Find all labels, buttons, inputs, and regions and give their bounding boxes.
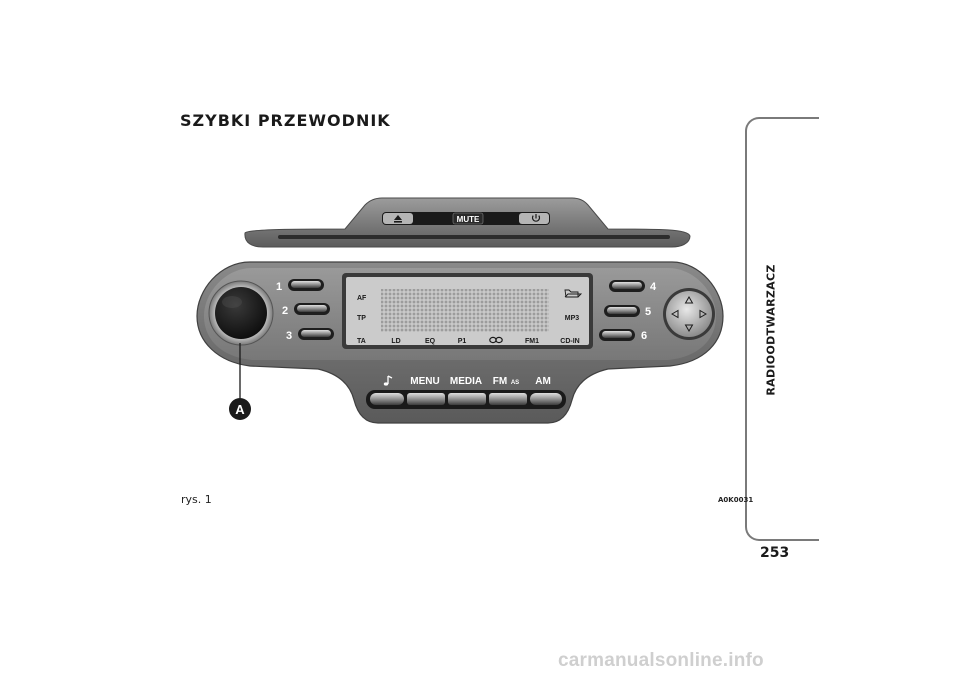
preset-button-2[interactable] (294, 303, 330, 315)
figure-label: rys. 1 (181, 493, 212, 506)
arrow-right-icon[interactable] (699, 309, 707, 319)
callout-a (229, 343, 251, 420)
fm-button[interactable] (489, 393, 527, 405)
am-label: AM (535, 376, 551, 387)
callout-a-label: A (235, 402, 245, 417)
display-label-af: AF (357, 295, 367, 302)
folder-icon (564, 289, 583, 298)
preset-button-1[interactable] (288, 279, 324, 291)
am-button[interactable] (530, 393, 562, 405)
preset-label-1: 1 (276, 281, 282, 293)
as-label: AS (511, 380, 519, 386)
display-label-mp3: MP3 (565, 315, 580, 322)
power-icon (531, 214, 541, 222)
preset-label-3: 3 (286, 330, 292, 342)
power-button[interactable] (519, 213, 549, 224)
display-label-p1: P1 (458, 338, 467, 345)
arrow-down-icon[interactable] (684, 324, 694, 332)
eject-icon (394, 215, 402, 223)
preset-label-5: 5 (645, 306, 651, 318)
preset-button-6[interactable] (599, 329, 635, 341)
mute-button[interactable] (452, 212, 484, 225)
media-label: MEDIA (450, 376, 482, 387)
preset-label-6: 6 (641, 330, 647, 342)
menu-label: MENU (410, 376, 439, 387)
navigation-pad[interactable] (663, 288, 715, 340)
preset-button-3[interactable] (298, 328, 334, 340)
volume-knob[interactable] (208, 280, 274, 346)
arrow-left-icon[interactable] (671, 309, 679, 319)
figure-code: A0K0031 (718, 496, 754, 504)
page-heading: SZYBKI PRZEWODNIK (180, 111, 391, 130)
arrow-up-icon[interactable] (684, 296, 694, 304)
preset-label-2: 2 (282, 305, 288, 317)
page-number: 253 (760, 545, 790, 561)
loop-icon (489, 336, 503, 344)
display-screen (346, 277, 589, 345)
display-label-cd-in: CD-IN (560, 338, 579, 345)
preset-button-5[interactable] (604, 305, 640, 317)
display-label-ta: TA (357, 338, 366, 345)
fm-label: FM (493, 376, 507, 387)
media-button[interactable] (448, 393, 486, 405)
display-label-ld: LD (391, 338, 400, 345)
tone-button[interactable] (370, 393, 404, 405)
display-label-tp: TP (357, 315, 366, 322)
section-side-tab (745, 117, 819, 541)
menu-button[interactable] (407, 393, 445, 405)
mute-label: MUTE (457, 215, 480, 224)
watermark: carmanualsonline.info (558, 650, 764, 671)
display-label-eq: EQ (425, 338, 436, 345)
note-icon (383, 375, 393, 386)
preset-label-4: 4 (650, 281, 657, 293)
preset-button-4[interactable] (609, 280, 645, 292)
display-label-fm1: FM1 (525, 338, 539, 345)
